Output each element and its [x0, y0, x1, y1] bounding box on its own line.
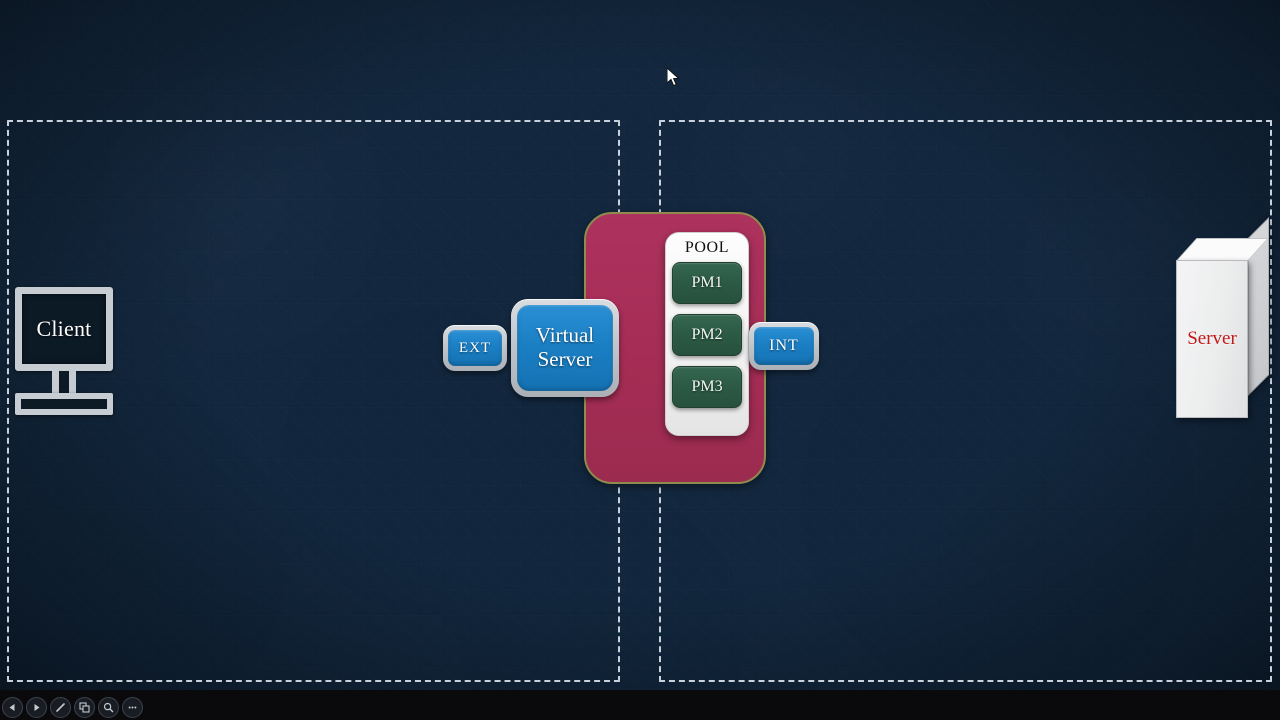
player-toolbar: [2, 697, 143, 718]
zoom-button[interactable]: [98, 697, 119, 718]
bottom-bar: [0, 690, 1280, 720]
ext-label: EXT: [448, 330, 502, 366]
int-vlan-chip[interactable]: INT: [749, 322, 819, 370]
ext-vlan-chip[interactable]: EXT: [443, 325, 507, 371]
pool-member-pm2[interactable]: PM2: [672, 314, 742, 356]
duplicate-button[interactable]: [74, 697, 95, 718]
client-label: Client: [36, 316, 92, 341]
triangle-left-icon: [9, 704, 15, 711]
server-node[interactable]: Server: [1176, 217, 1272, 420]
virtual-server-chip[interactable]: Virtual Server: [511, 299, 619, 397]
pool-member-pm1[interactable]: PM1: [672, 262, 742, 304]
monitor-screen-icon: Client: [15, 287, 113, 371]
previous-button[interactable]: [2, 697, 23, 718]
pool-member-pm3[interactable]: PM3: [672, 366, 742, 408]
client-node[interactable]: Client: [15, 287, 113, 415]
triangle-right-icon: [34, 704, 40, 711]
more-button[interactable]: [122, 697, 143, 718]
int-label: INT: [754, 327, 814, 365]
pen-button[interactable]: [50, 697, 71, 718]
virtual-server-label-line1: Virtual: [535, 323, 595, 348]
pool-container[interactable]: POOL PM1 PM2 PM3: [665, 232, 749, 436]
virtual-server-label-line2: Server: [537, 347, 593, 371]
pen-icon: [56, 703, 65, 712]
virtual-server-label: Virtual Server: [517, 305, 613, 391]
server-label: Server: [1187, 328, 1237, 349]
monitor-base-icon: [15, 393, 113, 415]
server-front-face-icon: Server: [1176, 260, 1248, 418]
monitor-stand-icon: [52, 371, 76, 393]
pool-title: POOL: [684, 239, 730, 256]
copy-icon: [79, 702, 90, 713]
ellipsis-icon: [128, 706, 137, 709]
play-button[interactable]: [26, 697, 47, 718]
magnifier-icon: [103, 702, 114, 713]
